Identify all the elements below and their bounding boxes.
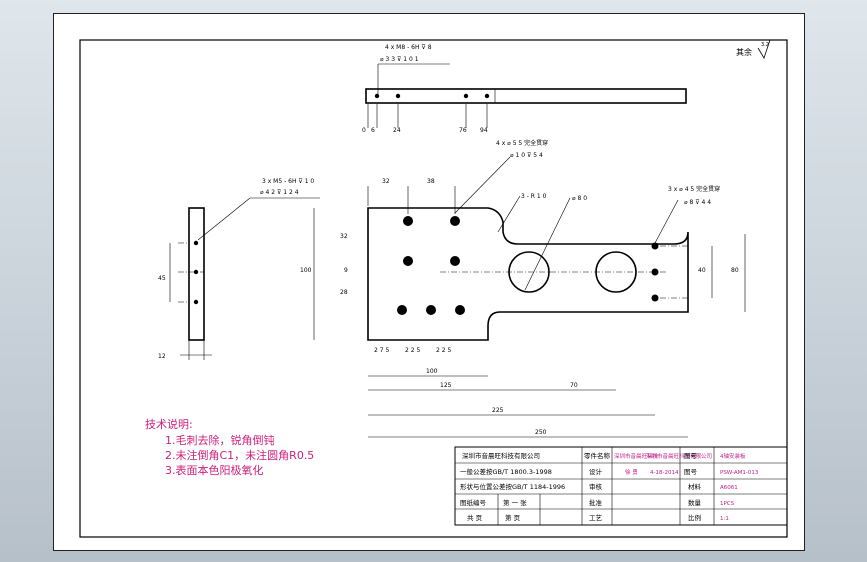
tap-hole-2	[426, 305, 436, 315]
tb-part-name-label: 零件名称	[584, 451, 611, 460]
front-dim-40-v: 40	[698, 267, 706, 274]
side-hole-2	[193, 269, 199, 275]
top-view-body	[365, 88, 687, 104]
top-view: 4 x M8 - 6H ⊽ 8 ⌀ 3 3 ⊽ 1 0 1 0 6 24 76 …	[362, 44, 687, 134]
front-callout-mid-2: ⌀ 1 0 ⊽ 5 4	[510, 152, 543, 159]
side-callout-2: ⌀ 4 2 ⊽ 1 2 4	[260, 189, 299, 196]
front-dim-22-5a: 2 2 5	[405, 347, 420, 354]
cb-hole-1	[403, 216, 413, 226]
tech-note-2: 2.未注倒角C1，未注圆角R0.5	[165, 448, 314, 462]
top-hole-4	[484, 93, 490, 99]
front-dim-70: 70	[570, 382, 578, 389]
front-callout-right-2: ⌀ 8 ⊽ 4 4	[684, 199, 711, 206]
roughness-label: 其余	[736, 47, 752, 57]
roughness-symbol: 其余 3.2	[736, 39, 771, 59]
tb-design-label: 设计	[589, 467, 603, 476]
top-hole-1	[374, 93, 380, 99]
tb-company-mark-a: 深圳市音晨旺科技	[614, 452, 659, 460]
side-hole-1	[193, 240, 199, 246]
tb-scale-value: 1:1	[720, 516, 729, 522]
front-view-outline	[367, 207, 689, 341]
tb-drawing-num-value: PSW-AM1-013	[720, 470, 759, 476]
tb-sheet-of: 第 一 张	[503, 498, 527, 507]
side-dim-12: 12	[158, 353, 166, 360]
tb-drawing-num-label: 图号	[684, 452, 698, 460]
front-callout-right-1: 3 x ⌀ 4 5 完全贯穿	[668, 185, 720, 193]
tb-tol1: 一般公差按GB/T 1800.3-1998	[460, 467, 552, 476]
roughness-value: 3.2	[761, 42, 769, 48]
tap-hole-1	[397, 305, 407, 315]
tb-drawing-no-label: 图纸编号	[460, 498, 487, 507]
front-dim-38: 38	[427, 178, 435, 185]
front-dim-100-v: 100	[300, 267, 312, 274]
side-view-body	[188, 207, 205, 341]
front-callout-mid-1: 4 x ⌀ 5 5 完全贯穿	[496, 139, 548, 147]
front-dim-32: 32	[340, 233, 348, 240]
tb-approve-label: 批准	[589, 498, 603, 507]
tb-qty-value: 1PCS	[720, 501, 735, 507]
front-dim-22-5b: 2 2 5	[436, 347, 451, 354]
front-dim-100: 100	[426, 368, 438, 375]
tb-designer: 徐 勇	[625, 468, 638, 476]
top-callout-2: ⌀ 3 3 ⊽ 1 0 1	[380, 56, 419, 63]
side-view: 45 12 3 x M5 - 6H ⊽ 1 0 ⌀ 4 2 ⊽ 1 2 4	[158, 178, 320, 360]
tech-note-1: 1.毛刺去除，锐角倒钝	[165, 433, 275, 447]
tb-material-value: A6061	[720, 485, 738, 491]
tb-scale-label: 比例	[688, 513, 701, 522]
tb-tol2: 形状与位置公差按GB/T 1184-1996	[460, 482, 565, 491]
tech-note-3: 3.表面本色阳极氧化	[165, 463, 264, 477]
tb-date: 4-18-2014	[650, 470, 679, 476]
tb-process-label: 工艺	[589, 514, 603, 522]
tb-qty-label: 数量	[688, 498, 702, 507]
top-dim-0: 0	[362, 127, 366, 134]
front-dim-9: 9	[344, 267, 348, 274]
cb-hole-4	[450, 256, 460, 266]
side-hole-3	[193, 299, 199, 305]
top-dim-6: 6	[371, 127, 375, 134]
side-callout-1: 3 x M5 - 6H ⊽ 1 0	[262, 178, 314, 185]
right-hole-3	[651, 294, 659, 302]
front-label-d80: ⌀ 8 0	[572, 195, 587, 202]
front-dim-27-5: 2 7 5	[374, 347, 389, 354]
front-dim-250: 250	[535, 429, 547, 436]
top-hole-2	[395, 93, 401, 99]
tb-part-name-value: 4轴安装板	[720, 452, 746, 460]
front-dim-80-v: 80	[731, 267, 739, 274]
front-dim-125: 125	[440, 382, 452, 389]
cb-hole-3	[403, 256, 413, 266]
title-block: 深圳市音晨旺科技有限公司 一般公差按GB/T 1800.3-1998 形状与位置…	[454, 446, 788, 526]
tb-total: 共 页	[467, 513, 483, 522]
top-hole-3	[463, 93, 469, 99]
tech-notes: 技术说明: 1.毛刺去除，锐角倒钝 2.未注倒角C1，未注圆角R0.5 3.表面…	[145, 417, 314, 477]
tap-hole-3	[455, 305, 465, 315]
front-view: 32 38 32 9 28 100 40 80 2 7 5 2 2 5 2 2 …	[300, 139, 746, 438]
tb-company-mark-b: 深圳市音晨旺科技有限公司	[646, 452, 712, 460]
tb-page: 第 页	[505, 513, 521, 522]
right-hole-2	[651, 268, 659, 276]
tech-notes-title: 技术说明:	[145, 417, 193, 431]
top-callout-1: 4 x M8 - 6H ⊽ 8	[385, 44, 432, 51]
top-dim-24: 24	[393, 127, 401, 134]
front-dim-32-top: 32	[382, 178, 390, 185]
tb-check-label: 审核	[589, 482, 603, 491]
tb-drawing-num-label-2: 图号	[684, 468, 698, 476]
tb-company: 深圳市音晨旺科技有限公司	[462, 451, 540, 460]
side-dim-45: 45	[158, 275, 166, 282]
right-hole-1	[651, 242, 659, 250]
top-dim-76: 76	[459, 127, 467, 134]
front-label-r10: 3 - R 1 0	[521, 193, 547, 200]
cb-hole-2	[450, 216, 460, 226]
front-dim-28: 28	[340, 289, 348, 296]
tb-material-label: 材料	[688, 482, 702, 491]
front-dim-225: 225	[492, 407, 504, 414]
inner-border	[79, 39, 788, 538]
top-dim-94: 94	[480, 127, 488, 134]
